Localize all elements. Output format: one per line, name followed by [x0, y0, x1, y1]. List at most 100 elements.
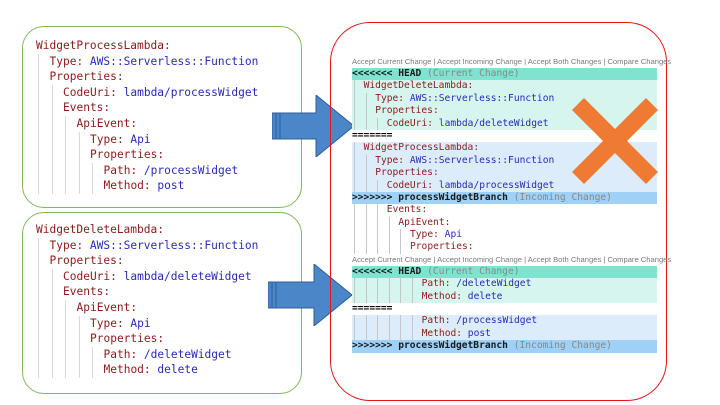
indent-guide — [354, 92, 355, 106]
indent-guide — [51, 100, 53, 116]
compare-changes-link[interactable]: Compare Changes — [607, 57, 672, 66]
code-line: CodeUri: lambda/processWidget — [352, 179, 657, 192]
indent-guide — [38, 315, 39, 332]
indent-guide — [78, 131, 80, 148]
indent-guide — [78, 315, 80, 332]
accept-incoming-change-link[interactable]: Accept Incoming Change — [437, 254, 522, 264]
indent-guide — [51, 162, 53, 179]
yaml-key: Path: — [103, 347, 138, 361]
accept-current-change-link[interactable]: Accept Current Change — [352, 57, 432, 66]
code-line: Path: /processWidget — [36, 162, 294, 179]
conflict-marker: >>>>>>> processWidgetBranch — [352, 340, 508, 352]
indent-guide — [354, 105, 355, 118]
indent-guide — [365, 327, 367, 341]
code-line: Path: /processWidget — [352, 315, 657, 328]
yaml-value: delete — [150, 363, 198, 377]
indent-guide — [65, 178, 66, 194]
yaml-value: post — [462, 327, 491, 339]
yaml-value: AWS::Serverless::Function — [83, 238, 259, 252]
indent-guide — [51, 331, 53, 347]
conflict-label: (Incoming Change) — [507, 191, 612, 203]
codelens-separator: | — [601, 254, 608, 264]
indent-guide — [78, 162, 80, 179]
code-line: Events: — [352, 204, 657, 217]
incoming-change-header: >>>>>>> processWidgetBranch (Incoming Ch… — [352, 340, 657, 353]
yaml-key: CodeUri: — [386, 117, 434, 129]
indent-guide — [388, 315, 390, 328]
indent-guide — [51, 147, 53, 163]
yaml-key: Type: — [410, 229, 439, 241]
merge-conflict-panel — [330, 22, 667, 401]
compare-changes-link[interactable]: Compare Changes — [607, 254, 672, 264]
accept-current-change-link[interactable]: Accept Current Change — [352, 254, 432, 264]
yaml-key: Properties: — [410, 241, 474, 253]
yaml-key: Type: — [90, 316, 124, 330]
yaml-key: Properties: — [90, 332, 165, 346]
indent-guide — [38, 237, 39, 254]
yaml-value: /processWidget — [450, 315, 538, 327]
indent-guide — [38, 331, 39, 347]
yaml-key: ApiEvent: — [76, 116, 138, 130]
yaml-value: Api — [123, 132, 151, 146]
code-line: Properties: — [36, 331, 294, 347]
yaml-key: Properties: — [49, 70, 124, 84]
code-line: Type: Api — [36, 131, 294, 148]
indent-guide — [354, 154, 355, 168]
code-line: WidgetDeleteLambda: — [36, 222, 294, 238]
indent-guide — [354, 241, 355, 254]
current-change-header: <<<<<<< HEAD (Current Change) — [352, 265, 657, 279]
indent-guide — [388, 278, 390, 291]
indent-guide — [51, 362, 53, 378]
indent-guide — [38, 115, 39, 132]
codelens-separator: | — [522, 254, 528, 264]
code-line: Path: /deleteWidget — [36, 346, 294, 363]
yaml-key: WidgetDeleteLambda: — [363, 80, 474, 92]
indent-guide — [365, 117, 367, 130]
codelens-separator: | — [431, 57, 438, 66]
current-change-header: <<<<<<< HEAD (Current Change) — [352, 68, 657, 81]
indent-guide — [388, 241, 390, 254]
code-line: Type: Api — [352, 229, 657, 242]
codelens-separator: | — [522, 57, 528, 66]
code-line: Method: post — [36, 178, 294, 194]
accept-both-changes-link[interactable]: Accept Both Changes — [527, 57, 602, 66]
arrow-right-icon — [272, 95, 355, 157]
accept-both-changes-link[interactable]: Accept Both Changes — [527, 254, 602, 264]
indent-guide — [65, 315, 66, 332]
accept-incoming-change-link[interactable]: Accept Incoming Change — [437, 57, 522, 66]
yaml-key: Properties: — [49, 254, 124, 268]
indent-guide — [365, 92, 367, 106]
yaml-value: /deleteWidget — [450, 278, 532, 290]
code-line: CodeUri: lambda/deleteWidget — [36, 268, 294, 285]
yaml-key: Properties: — [90, 148, 165, 162]
code-line: Events: — [36, 100, 294, 116]
indent-guide — [354, 167, 355, 180]
indent-guide — [354, 216, 355, 230]
indent-guide — [388, 327, 390, 341]
indent-guide — [354, 204, 355, 217]
indent-guide — [38, 362, 39, 378]
indent-guide — [92, 362, 93, 378]
yaml-key: Method: — [103, 179, 151, 193]
code-line: Properties: — [36, 147, 294, 163]
indent-guide — [354, 315, 355, 328]
yaml-panel-delete — [22, 212, 302, 394]
indent-guide — [38, 69, 39, 85]
yaml-value: lambda/deleteWidget — [433, 117, 549, 129]
indent-guide — [51, 268, 53, 285]
indent-guide — [400, 315, 402, 328]
yaml-value: AWS::Serverless::Function — [83, 54, 259, 68]
yaml-key: Type: — [90, 132, 124, 146]
conflict-marker: <<<<<<< HEAD — [352, 265, 422, 277]
yaml-value: lambda/deleteWidget — [116, 269, 252, 283]
indent-guide — [65, 147, 66, 163]
indent-guide — [365, 216, 367, 230]
code-line: WidgetProcessLambda: — [36, 38, 294, 54]
code-line: Events: — [36, 284, 294, 300]
code-line: Method: delete — [352, 290, 657, 304]
conflict-marker: <<<<<<< HEAD — [352, 68, 422, 79]
cross-mark-icon — [572, 98, 658, 184]
code-line: Method: delete — [36, 362, 294, 378]
indent-guide — [365, 204, 367, 217]
indent-guide — [51, 284, 53, 300]
